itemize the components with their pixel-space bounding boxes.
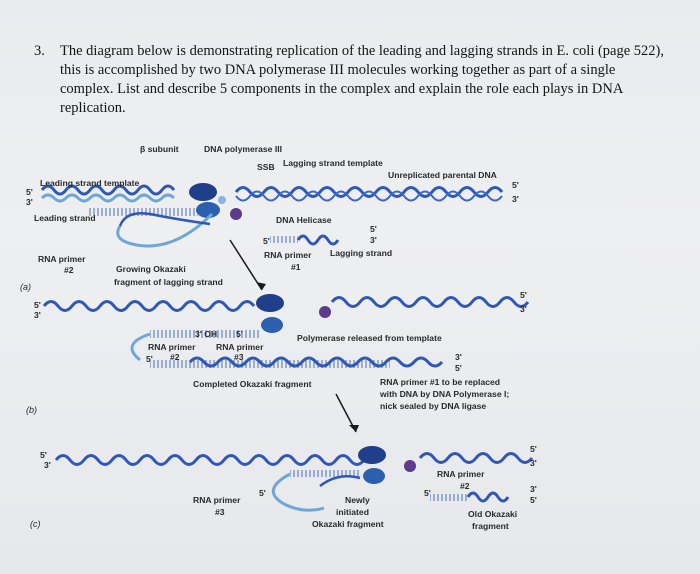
template-strand-c-left: [54, 454, 366, 466]
end-3-b3: 3': [520, 304, 527, 314]
rna-primer-1-num: #1: [291, 262, 301, 272]
end-5-a1: 5': [26, 187, 33, 197]
polymerase-b-bottom: [261, 317, 283, 333]
end-3-c2: 3': [530, 458, 537, 468]
polymerase-c-bottom: [363, 468, 385, 484]
panel-c-tag: (c): [30, 519, 41, 529]
question-text: The diagram below is demonstrating repli…: [60, 43, 665, 116]
leading-template-strand: [40, 184, 176, 196]
end-3-a1: 3': [26, 197, 33, 207]
replace-label-1: RNA primer #1 to be replaced: [380, 377, 500, 387]
dna-polymerase-iii: [189, 183, 217, 201]
lagging-strand-template-segment: [296, 234, 340, 246]
old-fragment-template: [466, 491, 510, 503]
rna-primer-a-label: RNA primer: [148, 342, 196, 352]
end-5-c5: 5': [530, 495, 537, 505]
helicase-label: DNA Helicase: [276, 215, 332, 225]
end-3-a3: 3': [370, 235, 377, 245]
polymerase-b-top: [256, 294, 284, 312]
new-fragment-c: [290, 470, 360, 477]
rna-primer-3-label: RNA primer: [193, 495, 241, 505]
end-3-b2: 3': [34, 310, 41, 320]
end-5-c4: 5': [424, 488, 431, 498]
ssb-label: SSB: [257, 162, 275, 172]
dna-helicase: [230, 208, 242, 220]
old-okazaki-label-2: fragment: [472, 521, 509, 531]
loop-b: [130, 332, 151, 362]
rna-primer-1-label: RNA primer: [264, 250, 312, 260]
arrow-a-to-b-head: [256, 282, 266, 290]
question-number: 3.: [34, 43, 45, 59]
oh-label: 3' OH: [195, 329, 217, 339]
lagging-loop: [116, 212, 214, 248]
newly-label-3: Okazaki fragment: [312, 519, 384, 529]
template-strand-b-left: [42, 300, 256, 312]
rna-primer-2c-num: #2: [460, 481, 470, 491]
lagging-template-loop: [118, 212, 211, 227]
growing-okazaki-label-2: fragment of lagging strand: [114, 277, 223, 287]
old-okazaki-label-1: Old Okazaki: [468, 509, 517, 519]
end-5-b5: 5': [455, 363, 462, 373]
end-5-b3: 5': [520, 290, 527, 300]
unreplicated-label: Unreplicated parental DNA: [388, 170, 497, 180]
okazaki-fragment-1: [270, 236, 298, 243]
end-5-a4: 5': [263, 236, 270, 246]
end-5-c3: 5': [259, 488, 266, 498]
end-5-b1: 5': [236, 329, 243, 339]
completed-label: Completed Okazaki fragment: [193, 379, 312, 389]
end-5-c2: 5': [530, 444, 537, 454]
released-label: Polymerase released from template: [297, 333, 442, 343]
newly-label-1: Newly: [345, 495, 370, 505]
rna-primer-a-num: #2: [170, 352, 180, 362]
rna-primer-b-num: #3: [234, 352, 244, 362]
beta-subunit-label: β subunit: [140, 144, 179, 154]
panel-c: (c) RNA primer #3 Newly initiated Okazak…: [30, 444, 537, 531]
end-5-b2: 5': [34, 300, 41, 310]
replace-label-3: nick sealed by DNA ligase: [380, 401, 486, 411]
leading-template-label: Leading strand template: [40, 178, 140, 188]
rna-primer-2-num: #2: [64, 265, 74, 275]
dna-pol3-label: DNA polymerase III: [204, 144, 282, 154]
lagging-strand-label: Lagging strand: [330, 248, 392, 258]
end-5-a2: 5': [512, 180, 519, 190]
newly-label-2: initiated: [336, 507, 369, 517]
helicase-c: [404, 460, 416, 472]
end-3-a2: 3': [512, 194, 519, 204]
arrow-a-to-b: [229, 239, 263, 291]
ssb: [218, 196, 226, 204]
rna-primer-b-label: RNA primer: [216, 342, 264, 352]
end-5-a3: 5': [370, 224, 377, 234]
panel-b: (b) 3' OH 5' RNA primer #2 RNA primer #3…: [26, 290, 530, 415]
end-3-c1: 3': [44, 460, 51, 470]
helicase-b: [319, 306, 331, 318]
rna-primer-2c-label: RNA primer: [437, 469, 485, 479]
end-5-c1: 5': [40, 450, 47, 460]
leading-strand-label: Leading strand: [34, 213, 96, 223]
rna-primer-3-num: #3: [215, 507, 225, 517]
panel-a: (a) β subunit DNA polymerase III SSB Lag…: [20, 144, 519, 292]
panel-b-tag: (b): [26, 405, 37, 415]
old-okazaki-fragment: [430, 494, 468, 501]
end-3-c5: 3': [530, 484, 537, 494]
lagging-template-label: Lagging strand template: [283, 158, 383, 168]
end-5-b4: 5': [146, 354, 153, 364]
template-strand-c-right: [418, 452, 534, 464]
template-strand-b-right: [330, 296, 530, 308]
leading-strand-new: [40, 193, 176, 203]
loop-c: [272, 472, 325, 512]
replace-label-2: with DNA by DNA Polymerase I;: [379, 389, 509, 399]
end-3-b5: 3': [455, 352, 462, 362]
rna-primer-2-label: RNA primer: [38, 254, 86, 264]
fragment-b-top: [150, 330, 260, 338]
arrow-b-to-c-head: [349, 425, 359, 432]
panel-a-tag: (a): [20, 282, 31, 292]
lagging-template-b: [188, 356, 444, 368]
unreplicated-parental-dna-2: [235, 190, 503, 202]
polymerase-c-top: [358, 446, 386, 464]
loop-c-template: [319, 475, 361, 487]
beta-subunit: [196, 202, 220, 218]
growing-okazaki-label-1: Growing Okazaki: [116, 264, 186, 274]
